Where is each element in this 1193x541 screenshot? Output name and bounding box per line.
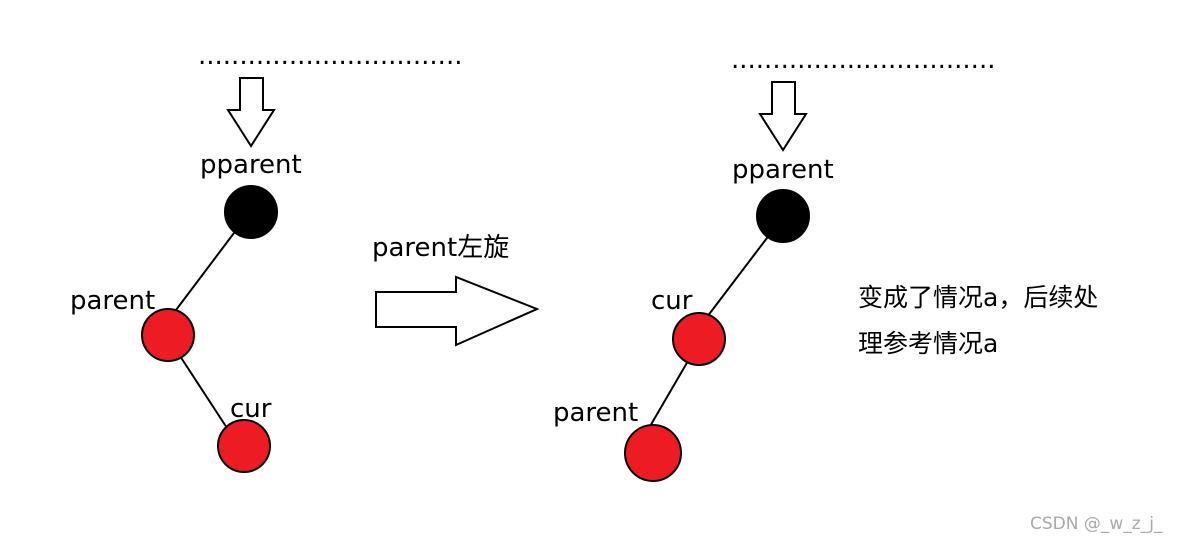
operation-label: parent左旋 (372, 233, 509, 263)
node-cur-before (217, 419, 271, 473)
label-pparent-before: pparent (200, 150, 302, 180)
tree-after: ................................ pparent… (553, 45, 995, 482)
label-pparent-after: pparent (732, 155, 834, 185)
note: 变成了情况a，后续处 理参考情况a (858, 283, 1098, 358)
dots-after: ................................ (731, 45, 995, 75)
operation: parent左旋 (372, 233, 540, 347)
label-parent-before: parent (70, 286, 155, 316)
note-line-1: 变成了情况a，后续处 (858, 283, 1098, 312)
node-pparent-before (224, 185, 278, 239)
note-line-2: 理参考情况a (858, 329, 998, 358)
node-cur-after (672, 312, 726, 366)
watermark: CSDN @_w_z_j_ (1030, 514, 1163, 534)
edge-pparent-cur-after (706, 233, 771, 318)
node-parent-before (141, 308, 195, 362)
label-cur-before: cur (230, 394, 272, 424)
right-arrow-icon (375, 275, 540, 347)
label-cur-after: cur (651, 286, 693, 316)
node-pparent-after (756, 189, 810, 243)
edge-pparent-parent-before (175, 228, 238, 311)
down-arrow-before-icon (226, 77, 276, 148)
edge-parent-cur-before (179, 355, 228, 429)
dots-before: ................................ (198, 41, 462, 71)
node-parent-after (624, 424, 682, 482)
tree-before: ................................ pparent… (70, 41, 462, 473)
down-arrow-after-icon (758, 81, 808, 152)
label-parent-after: parent (553, 398, 638, 428)
edge-cur-parent-after (648, 360, 689, 429)
